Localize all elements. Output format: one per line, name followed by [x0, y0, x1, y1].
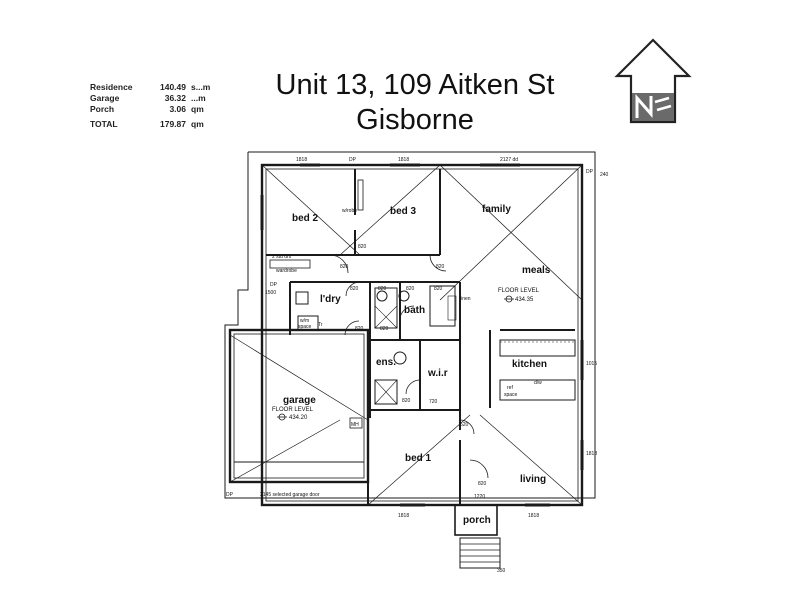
room-label-garage: garage [283, 395, 316, 406]
dim-label: DP [349, 157, 357, 163]
dim-label: 1818 [528, 513, 539, 519]
area-label: TOTAL [90, 119, 118, 129]
room-label-bed1: bed 1 [405, 453, 432, 464]
area-row: Porch 3.06 qm [90, 104, 219, 115]
dim-label: 820 [358, 244, 367, 250]
dim-label: 1500 [265, 290, 276, 296]
title-line-2: Gisborne [356, 104, 474, 136]
dim-label: 1818 [586, 451, 597, 457]
eave-line [224, 151, 596, 499]
dim-label: 820 [378, 286, 387, 292]
fixture-label: space [298, 324, 312, 330]
area-schedule: Residence 140.49 s...m Garage 36.32 ...m… [90, 82, 219, 130]
area-row: Residence 140.49 s...m [90, 82, 219, 93]
room-label-porch: porch [463, 515, 491, 526]
dim-label: 820 [355, 326, 364, 332]
fixture-label: d/w [534, 380, 542, 386]
room-label-living: living [520, 474, 546, 485]
wall-outline-inner [265, 168, 579, 502]
fixture-label: wardrobe [276, 268, 297, 274]
dim-label: DP [226, 492, 234, 498]
area-unit: qm [191, 119, 204, 129]
dim-label: 820 [340, 264, 349, 270]
floor-level-label: FLOOR LEVEL [498, 288, 540, 294]
fixture-label: space [504, 392, 518, 398]
dim-label: 820 [434, 286, 443, 292]
dim-label: 520 [460, 422, 469, 428]
dim-label: 2127 dd [500, 157, 518, 163]
floor-level-value: 434.35 [515, 297, 534, 303]
dim-label: 820 [380, 326, 389, 332]
area-label: Residence [90, 82, 133, 92]
room-label-kitchen: kitchen [512, 359, 547, 370]
fixture-label: ref [507, 385, 513, 391]
dim-label: 820 [402, 398, 411, 404]
area-value: 36.32 [164, 93, 186, 103]
area-unit: qm [191, 104, 204, 114]
fixture-label: w/robe [342, 208, 357, 214]
dim-label: 820 [436, 264, 445, 270]
area-label: Garage [90, 93, 120, 103]
area-value: 179.87 [160, 119, 186, 129]
area-unit: ...m [191, 93, 206, 103]
dim-label: DP [270, 282, 278, 288]
room-label-ldry: l'dry [320, 294, 341, 305]
room-label-ens: ens. [376, 357, 396, 368]
dim-label: 1818 [398, 157, 409, 163]
dim-label: 240 [600, 172, 609, 178]
garage-level-label: FLOOR LEVEL [272, 407, 314, 413]
manhole-label: MH [351, 422, 359, 428]
garage-level-value: 434.20 [289, 415, 308, 421]
dim-label: 1220 [474, 494, 485, 500]
area-unit: s...m [191, 82, 211, 92]
fixture-label: linen [460, 296, 471, 302]
garage-wall [228, 328, 370, 484]
room-label-bed3: bed 3 [390, 206, 417, 217]
room-label-bed2: bed 2 [292, 213, 319, 224]
garage-wall-inner [233, 333, 365, 479]
room-label-meals: meals [522, 265, 551, 276]
dim-label: 820 [406, 286, 415, 292]
fixture-label: 2 std drs [272, 254, 292, 260]
area-value: 140.49 [160, 82, 186, 92]
room-label-family: family [482, 204, 511, 215]
dim-label: 820 [350, 286, 359, 292]
dim-label: 350 [497, 568, 506, 574]
area-value: 3.06 [169, 104, 186, 114]
porch-outline [454, 504, 498, 536]
title-line-1: Unit 13, 109 Aitken St [275, 69, 555, 101]
dim-label: DP [586, 169, 594, 175]
dim-label: 1818 [296, 157, 307, 163]
dim-label: 820 [478, 481, 487, 487]
dim-label: 1015 [586, 361, 597, 367]
dim-label: 720 [429, 399, 438, 405]
area-row-total: TOTAL 179.87 qm [90, 119, 219, 130]
area-row: Garage 36.32 ...m [90, 93, 219, 104]
fixture-label: w/m [300, 318, 309, 324]
area-label: Porch [90, 104, 115, 114]
fixture-label: Tr [318, 322, 323, 328]
dim-label: 2145 selected garage door [260, 492, 320, 498]
north-arrow-icon [614, 38, 692, 124]
dim-label: 1818 [398, 513, 409, 519]
room-label-bath: bath [404, 305, 425, 316]
room-label-wir: w.i.r [427, 368, 448, 379]
